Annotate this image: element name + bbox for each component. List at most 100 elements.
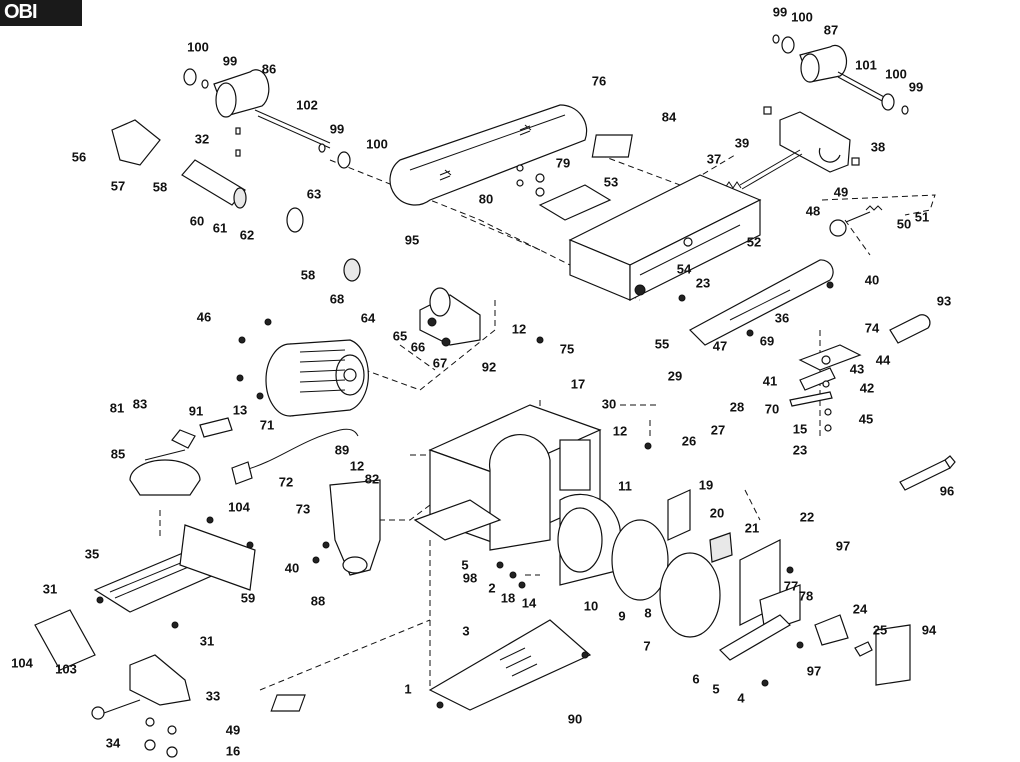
motor-mount <box>419 287 481 347</box>
callout-c-37: 37 <box>707 151 721 166</box>
callout-c-16: 16 <box>226 743 240 758</box>
callout-c-6: 6 <box>692 671 699 686</box>
callout-c-84: 84 <box>662 109 677 124</box>
callout-c-66: 66 <box>411 339 425 354</box>
callout-c-51: 51 <box>915 209 929 224</box>
callout-c-99a: 99 <box>773 4 787 19</box>
callout-c-78: 78 <box>799 588 813 603</box>
hardware-fasteners <box>96 281 834 709</box>
callout-c-92: 92 <box>482 359 496 374</box>
callout-c-75: 75 <box>560 341 574 356</box>
platen <box>516 164 612 221</box>
callout-c-62: 62 <box>240 227 254 242</box>
callout-c-100a: 100 <box>791 9 813 24</box>
callout-c-13: 13 <box>233 402 247 417</box>
callout-c-17: 17 <box>571 376 585 391</box>
callout-c-95: 95 <box>405 232 419 247</box>
hex-key <box>899 455 956 491</box>
callout-c-81: 81 <box>110 400 124 415</box>
callout-c-12a: 12 <box>512 321 526 336</box>
left-side-plate <box>329 479 381 576</box>
drive-roller-assembly <box>183 68 351 169</box>
callout-c-91: 91 <box>189 403 203 418</box>
callout-c-85: 85 <box>111 446 125 461</box>
callout-c-39: 39 <box>735 135 749 150</box>
callout-c-53: 53 <box>604 174 618 189</box>
callout-c-68: 68 <box>330 291 344 306</box>
callout-c-24: 24 <box>853 601 868 616</box>
callout-c-72: 72 <box>279 474 293 489</box>
callout-c-71: 71 <box>260 417 274 432</box>
callout-c-69: 69 <box>760 333 774 348</box>
callout-c-104a: 104 <box>228 499 250 514</box>
callout-c-21: 21 <box>745 520 759 535</box>
motor <box>265 339 369 417</box>
callout-c-14: 14 <box>522 595 537 610</box>
callout-c-12b: 12 <box>613 423 627 438</box>
callout-c-59: 59 <box>241 590 255 605</box>
callout-c-4: 4 <box>737 690 745 705</box>
label-90 <box>270 694 306 712</box>
callout-c-9: 9 <box>618 608 625 623</box>
idler-roller-assembly <box>772 34 909 115</box>
callout-c-29: 29 <box>668 368 682 383</box>
callout-c-20: 20 <box>710 505 724 520</box>
callout-c-76: 76 <box>592 73 606 88</box>
callout-c-67: 67 <box>433 355 447 370</box>
callout-c-97b: 97 <box>807 663 821 678</box>
tracking-bracket <box>724 106 860 190</box>
callout-c-34: 34 <box>106 735 121 750</box>
callout-c-30: 30 <box>602 396 616 411</box>
callout-c-49b: 49 <box>226 722 240 737</box>
callout-c-23a: 23 <box>696 275 710 290</box>
callout-c-60: 60 <box>190 213 204 228</box>
callout-c-47: 47 <box>713 338 727 353</box>
callout-c-58a: 58 <box>153 179 167 194</box>
callout-c-63: 63 <box>307 186 321 201</box>
callout-c-31b: 31 <box>200 633 214 648</box>
callout-c-42: 42 <box>860 380 874 395</box>
callout-c-102: 102 <box>296 97 318 112</box>
callout-c-25: 25 <box>873 622 887 637</box>
bottom-plate <box>428 619 592 711</box>
callout-c-36: 36 <box>775 310 789 325</box>
callout-c-58b: 58 <box>301 267 315 282</box>
callout-c-103: 103 <box>55 661 77 676</box>
callout-c-97a: 97 <box>836 538 850 553</box>
drive-pulleys <box>111 119 361 282</box>
callout-c-3: 3 <box>462 623 469 638</box>
callout-c-7: 7 <box>643 638 650 653</box>
sanding-discs <box>611 519 721 638</box>
callout-c-65: 65 <box>393 328 407 343</box>
callout-c-100c: 100 <box>187 39 209 54</box>
callout-c-27: 27 <box>711 422 725 437</box>
callout-c-61: 61 <box>213 220 227 235</box>
brand-logo-text: OBI <box>4 1 38 23</box>
callout-c-2: 2 <box>488 580 495 595</box>
table-bracket <box>91 654 191 758</box>
callout-c-80: 80 <box>479 191 493 206</box>
callout-c-89: 89 <box>335 442 349 457</box>
sanding-belt <box>389 104 588 206</box>
power-cord <box>199 417 359 485</box>
callout-c-87: 87 <box>824 22 838 37</box>
callout-c-57: 57 <box>111 178 125 193</box>
callout-c-77: 77 <box>784 578 798 593</box>
callout-c-19: 19 <box>699 477 713 492</box>
callout-c-88: 88 <box>311 593 325 608</box>
callout-c-5b: 5 <box>712 681 719 696</box>
brand-logo: OBI <box>0 0 82 26</box>
callout-c-44: 44 <box>876 352 891 367</box>
callout-c-5a: 5 <box>461 557 468 572</box>
callout-c-23b: 23 <box>793 442 807 457</box>
callout-c-46: 46 <box>197 309 211 324</box>
base-housing <box>413 404 602 551</box>
callout-c-93: 93 <box>937 293 951 308</box>
support-arm <box>689 205 931 346</box>
callout-c-64: 64 <box>361 310 376 325</box>
callout-c-18: 18 <box>501 590 515 605</box>
callout-c-12c: 12 <box>350 458 364 473</box>
callout-c-35: 35 <box>85 546 99 561</box>
label-84 <box>591 134 633 158</box>
callout-c-49a: 49 <box>834 184 848 199</box>
